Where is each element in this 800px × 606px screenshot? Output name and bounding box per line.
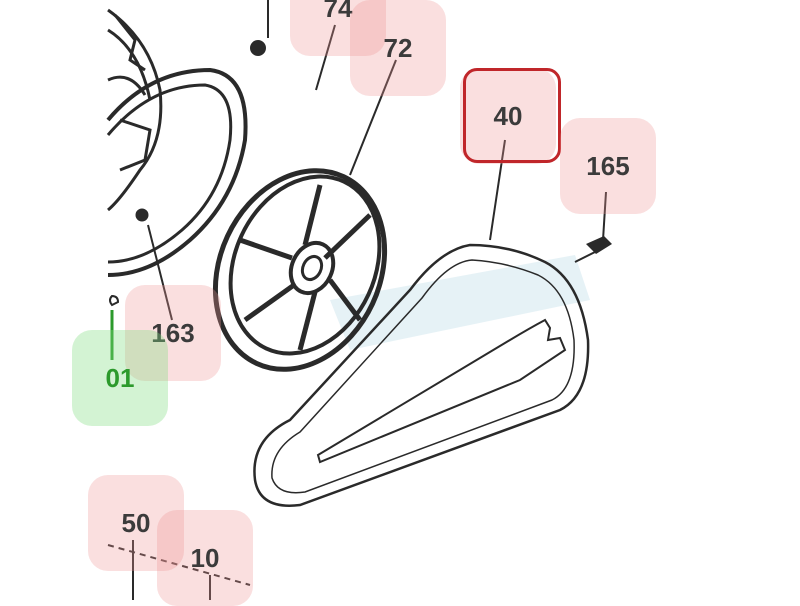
callout-10[interactable]: 10: [157, 510, 253, 606]
callout-50-label: 50: [121, 507, 151, 538]
callout-10-label: 10: [190, 542, 220, 573]
callout-101-label: 01: [105, 362, 135, 393]
callout-72-label: 72: [383, 32, 413, 63]
callout-163-label: 163: [151, 317, 195, 348]
housing-part: [107, 8, 163, 307]
drive-belt: [106, 67, 248, 277]
screw-part: [586, 236, 612, 254]
callout-40-label: 40: [493, 100, 523, 131]
left-margin: [0, 0, 108, 600]
shading-band: [330, 255, 590, 350]
callout-74[interactable]: 74: [290, 0, 386, 56]
leader-lines: [107, 0, 607, 600]
callout-101[interactable]: 01: [72, 330, 168, 426]
pulley-wheel: [212, 168, 388, 372]
belt-cover: [253, 243, 590, 507]
callout-72[interactable]: 72: [350, 0, 446, 96]
callout-165[interactable]: 165: [560, 118, 656, 214]
callout-40[interactable]: 40: [460, 68, 556, 164]
callout-50[interactable]: 50: [88, 475, 184, 571]
callout-163[interactable]: 163: [125, 285, 221, 381]
callout-74-label: 74: [323, 0, 353, 23]
callout-165-label: 165: [586, 150, 630, 181]
left-white-mask: [0, 0, 108, 600]
